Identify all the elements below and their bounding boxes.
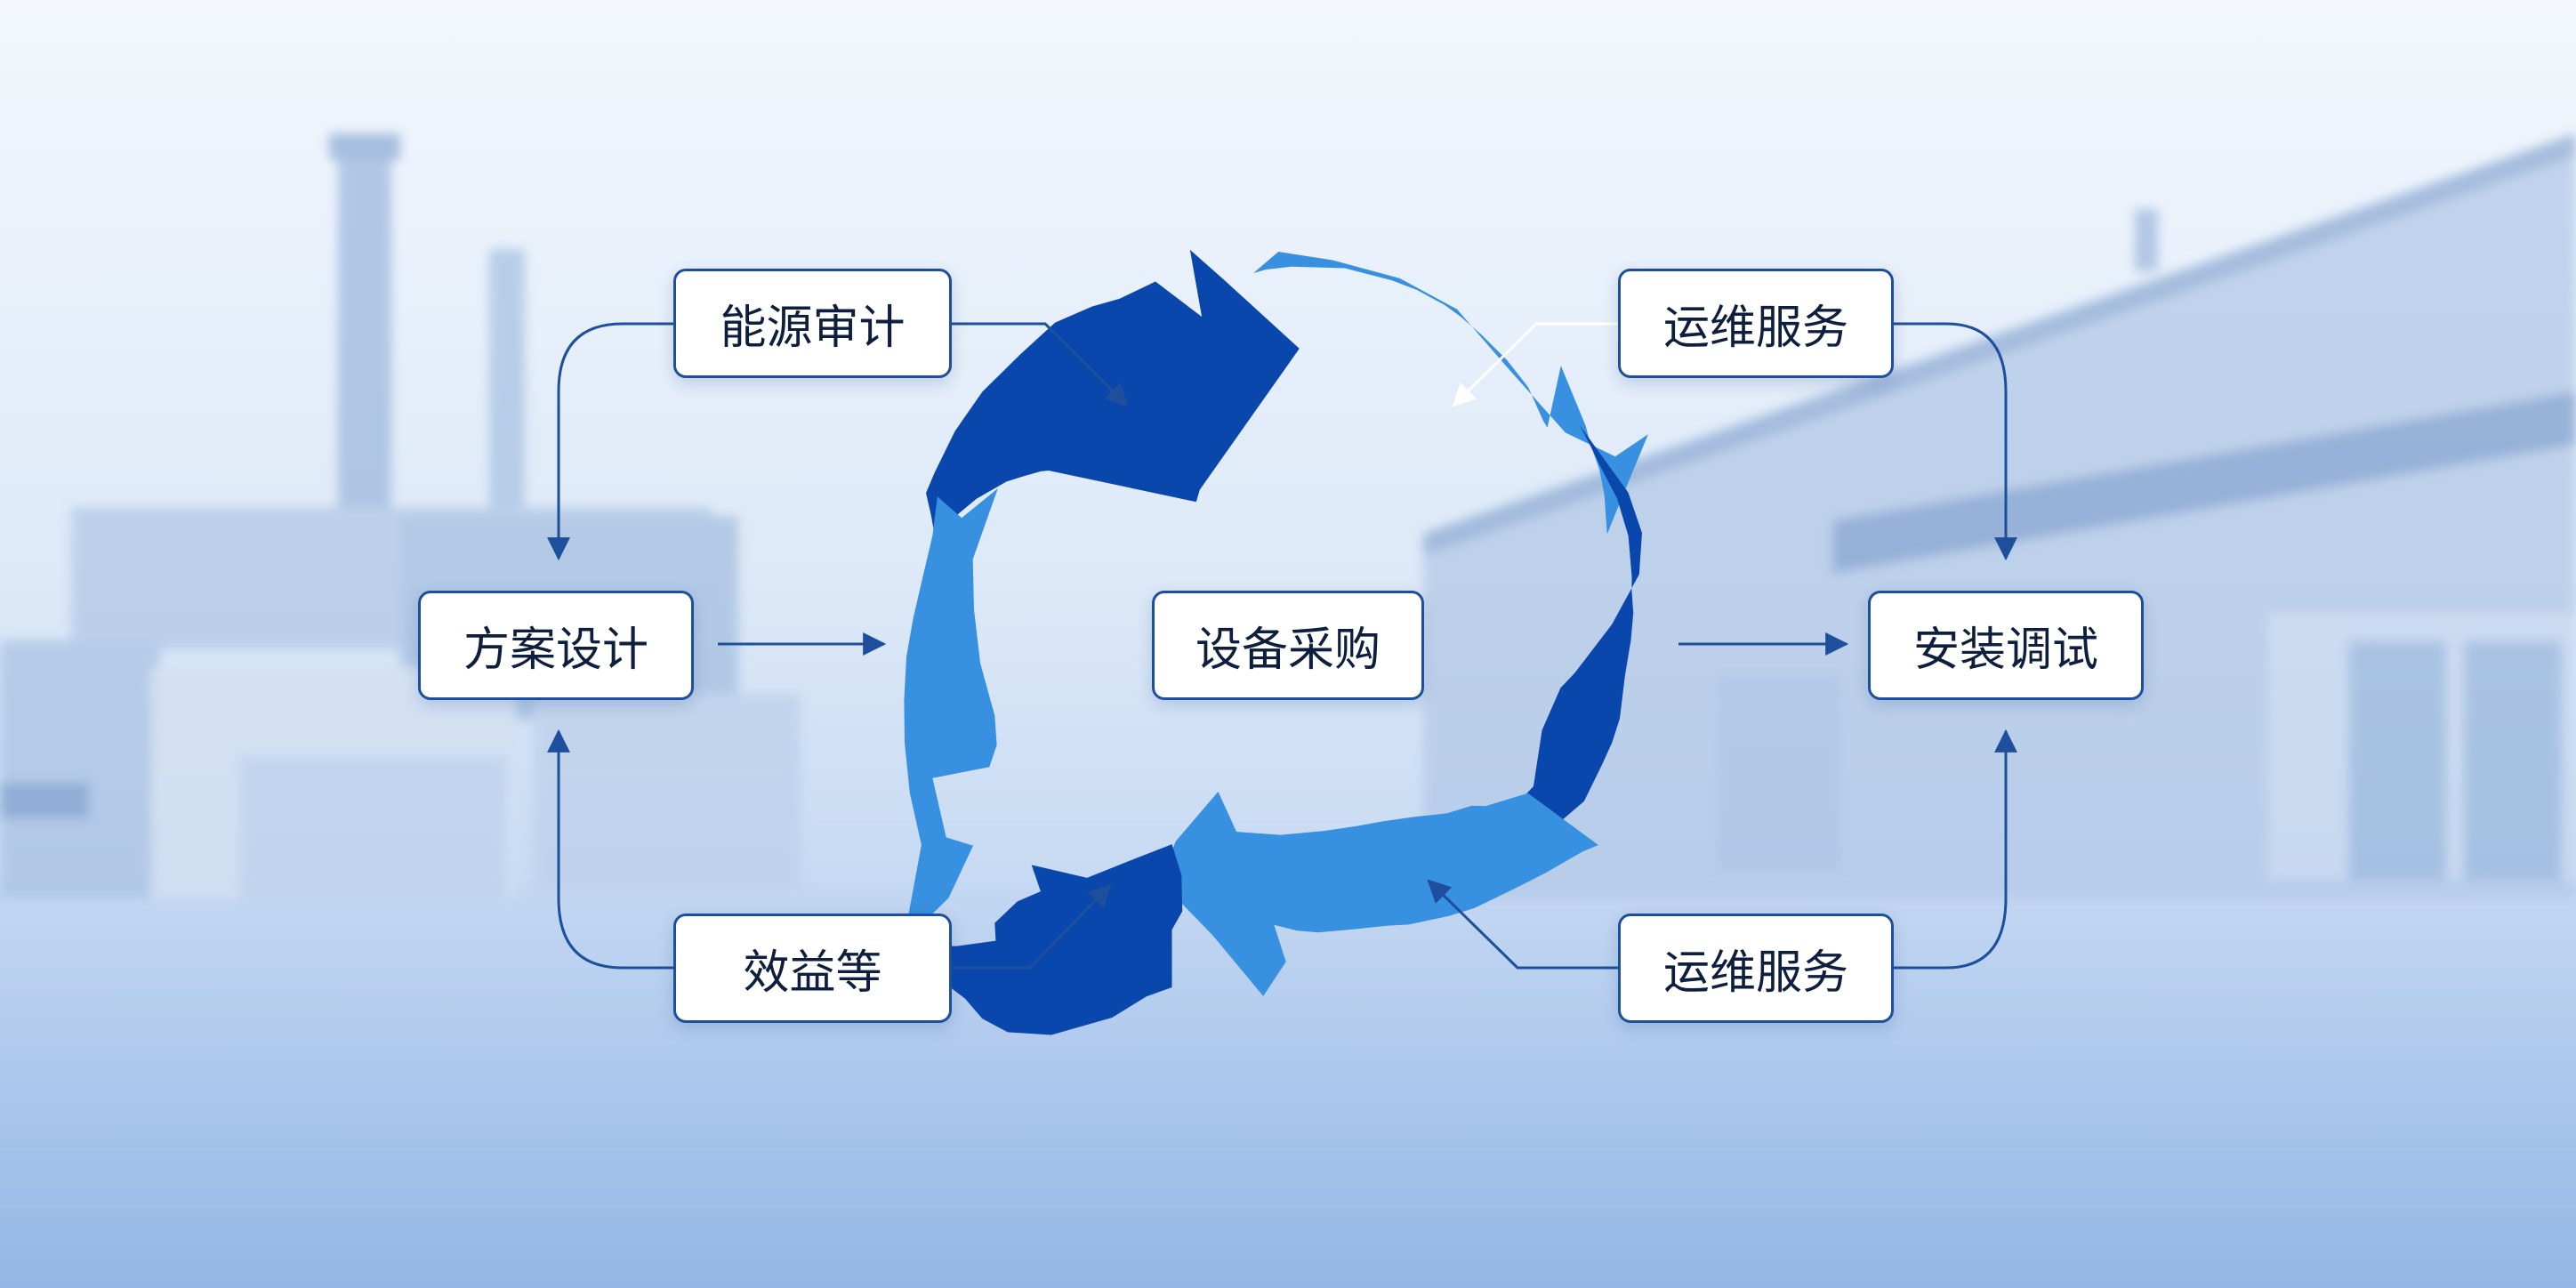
connector-benefits-to-ring — [952, 883, 1112, 970]
cycle-arrow-bottom-right — [1160, 792, 1598, 996]
connector-om-bottom-to-ring — [1427, 879, 1618, 970]
node-installation: 安装调试 — [1868, 591, 2144, 700]
cycle-arrow-top-right — [1253, 252, 1648, 535]
connector-audit-to-design — [547, 322, 673, 561]
node-om-service-bottom: 运维服务 — [1618, 914, 1894, 1023]
node-scheme-design: 方案设计 — [418, 591, 694, 700]
node-benefits: 效益等 — [673, 914, 952, 1023]
connector-om-top-to-ring — [1452, 322, 1618, 407]
cycle-arrow-left — [903, 488, 998, 943]
connectors — [547, 322, 2017, 970]
connector-audit-to-ring — [952, 322, 1129, 407]
connector-om-top-to-installation — [1894, 322, 2017, 561]
connector-benefits-to-design — [547, 729, 673, 970]
node-om-service-top: 运维服务 — [1618, 269, 1894, 378]
cycle-arrow-right — [1503, 425, 1642, 841]
node-equipment-procurement: 设备采购 — [1152, 591, 1424, 700]
node-energy-audit: 能源审计 — [673, 269, 952, 378]
connector-om-bottom-to-installation — [1894, 729, 2017, 970]
cycle-arrow-bottom-left — [924, 844, 1183, 1035]
